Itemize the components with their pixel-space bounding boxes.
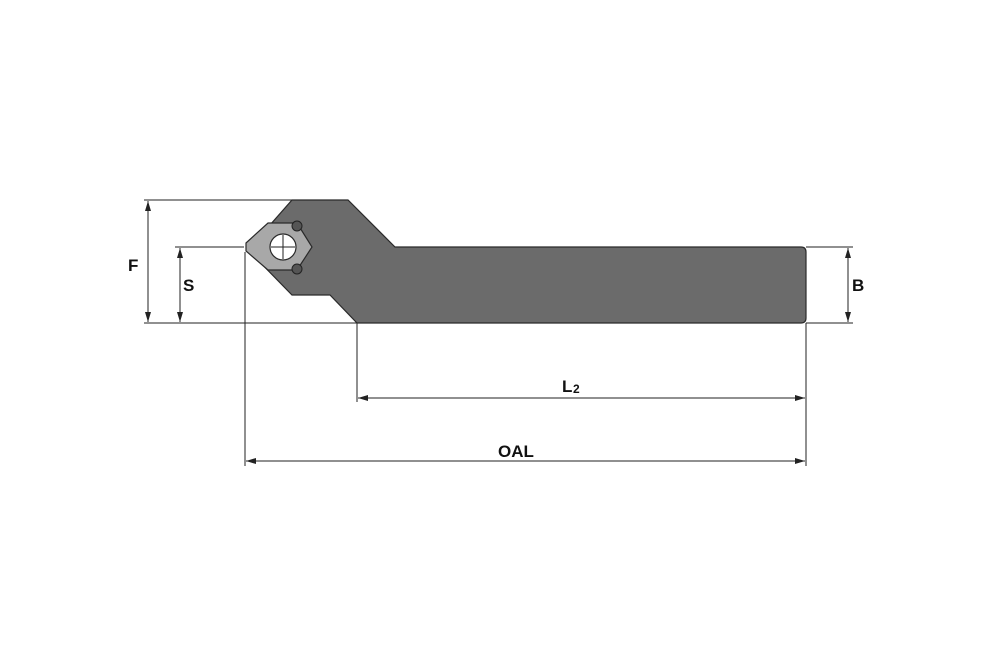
label-S: S [183,276,194,295]
label-L2-subscript: 2 [573,382,580,396]
label-F: F [128,256,138,275]
pin-bottom [291,263,303,275]
tool-body [247,199,807,324]
label-B: B [852,276,864,295]
pin-top [291,220,303,232]
label-OAL: OAL [498,442,534,461]
label-L2: L [562,377,572,396]
extension-lines [144,199,853,466]
